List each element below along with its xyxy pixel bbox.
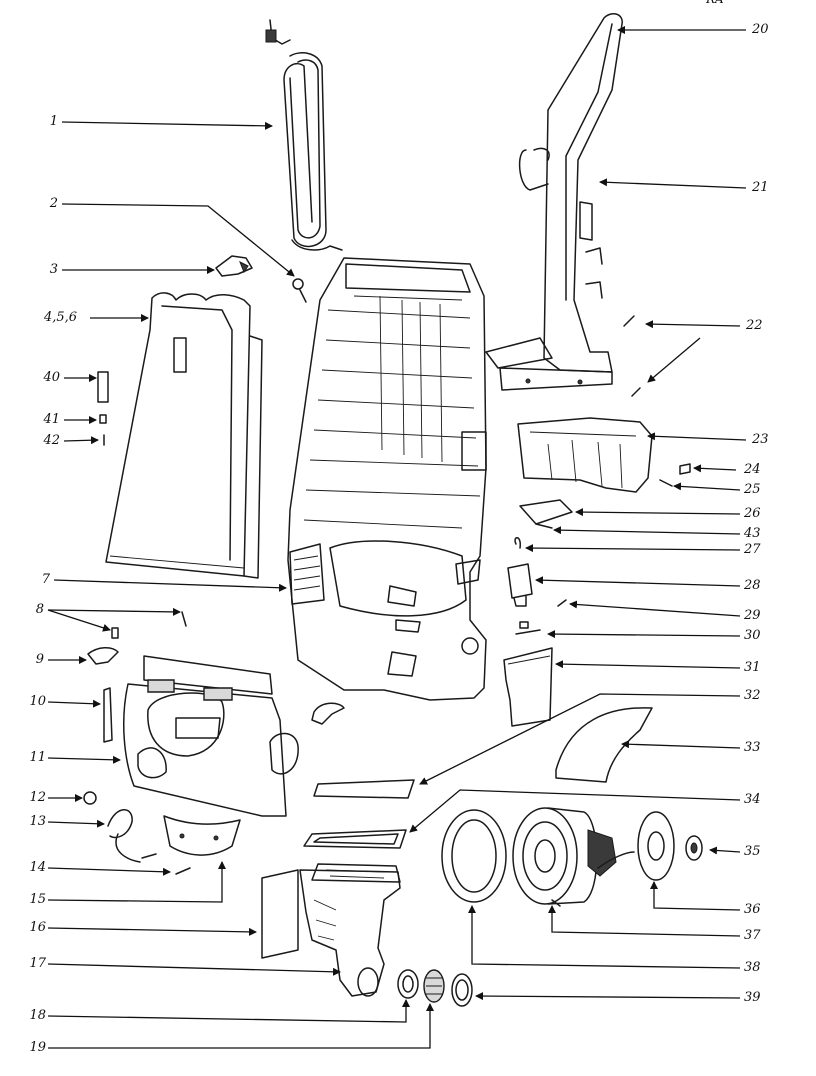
callout-25: 25 bbox=[744, 482, 761, 497]
filter-plate-part bbox=[261, 869, 299, 959]
shield-part bbox=[555, 707, 653, 783]
callout-29: 29 bbox=[744, 608, 761, 623]
callout-36: 36 bbox=[744, 902, 761, 917]
callout-32: 32 bbox=[744, 688, 761, 703]
callout-10: 10 bbox=[29, 694, 46, 709]
leader-lines bbox=[47, 26, 747, 1049]
callout-18: 18 bbox=[29, 1008, 46, 1023]
misc-clip bbox=[311, 702, 345, 725]
callout-4-5-6: 4,5,6 bbox=[44, 310, 78, 325]
callout-37: 37 bbox=[744, 928, 761, 943]
callout-28: 28 bbox=[744, 578, 761, 593]
callout-8: 8 bbox=[35, 602, 44, 617]
callout-33: 33 bbox=[744, 740, 761, 755]
pins-22 bbox=[623, 315, 641, 397]
callout-11: 11 bbox=[29, 750, 46, 765]
wheel-cap-35-36 bbox=[637, 811, 703, 881]
nozzle-housing-part bbox=[122, 655, 299, 817]
motor-part bbox=[441, 807, 635, 907]
small-parts-8-10 bbox=[87, 611, 187, 743]
callout-15: 15 bbox=[29, 892, 46, 907]
bag-cover-part bbox=[105, 292, 263, 579]
small-parts-24-25 bbox=[659, 463, 691, 487]
callout-30: 30 bbox=[744, 628, 761, 643]
handle-part bbox=[485, 13, 623, 391]
clip-part bbox=[292, 278, 307, 303]
callout-19: 19 bbox=[29, 1040, 46, 1055]
callout-14: 14 bbox=[29, 860, 46, 875]
callout-9: 9 bbox=[35, 652, 44, 667]
callout-20: 20 bbox=[752, 22, 769, 37]
callout-26: 26 bbox=[744, 506, 761, 521]
callout-13: 13 bbox=[29, 814, 46, 829]
filter-pads-32-34 bbox=[303, 779, 415, 849]
callout-23: 23 bbox=[752, 432, 769, 447]
header-fragment-text: RA bbox=[706, 0, 724, 6]
callout-31: 31 bbox=[744, 660, 761, 675]
small-parts-12-15 bbox=[83, 791, 241, 875]
callout-2: 2 bbox=[49, 196, 58, 211]
callout-27: 27 bbox=[744, 542, 761, 557]
power-cord-part bbox=[265, 19, 343, 251]
grilles-18-19-39 bbox=[397, 969, 473, 1007]
callout-40: 40 bbox=[43, 370, 60, 385]
callout-17: 17 bbox=[29, 956, 46, 971]
callout-16: 16 bbox=[29, 920, 46, 935]
callout-41: 41 bbox=[43, 412, 60, 427]
callout-3: 3 bbox=[49, 262, 58, 277]
callout-1: 1 bbox=[49, 114, 58, 129]
small-parts-28-30 bbox=[507, 563, 567, 635]
callout-39: 39 bbox=[744, 990, 761, 1005]
callout-22: 22 bbox=[746, 318, 763, 333]
callout-7: 7 bbox=[41, 572, 50, 587]
callout-43: 43 bbox=[744, 526, 761, 541]
callout-35: 35 bbox=[744, 844, 761, 859]
callout-34: 34 bbox=[744, 792, 761, 807]
small-parts-26-43-27 bbox=[514, 499, 573, 549]
small-parts-40-42 bbox=[97, 371, 109, 446]
bracket-part bbox=[503, 647, 553, 727]
callout-42: 42 bbox=[43, 433, 60, 448]
callout-12: 12 bbox=[29, 790, 46, 805]
handle-mount-part bbox=[517, 417, 653, 493]
callout-21: 21 bbox=[752, 180, 769, 195]
motor-duct-part bbox=[299, 863, 401, 997]
callout-24: 24 bbox=[744, 462, 761, 477]
callout-38: 38 bbox=[744, 960, 761, 975]
latch-part bbox=[215, 255, 253, 277]
main-housing-part bbox=[287, 257, 487, 701]
